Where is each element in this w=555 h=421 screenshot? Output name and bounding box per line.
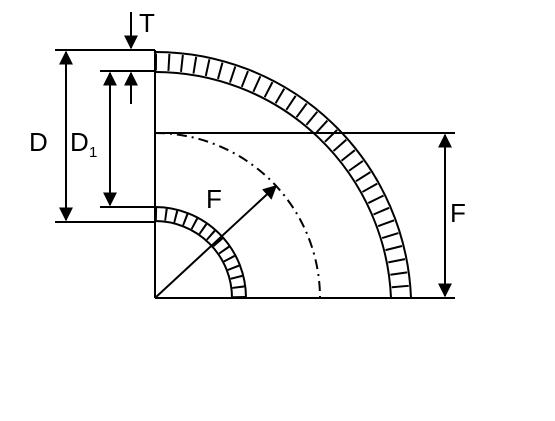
outer-weld-band bbox=[154, 51, 412, 299]
label-F-right: F bbox=[450, 198, 466, 228]
label-D: D bbox=[29, 127, 48, 157]
label-D1-subscript: 1 bbox=[89, 144, 97, 161]
centerline-arc bbox=[154, 132, 321, 299]
radius-arrow-F bbox=[154, 185, 278, 299]
label-D1: D bbox=[70, 127, 89, 157]
label-F-radius: F bbox=[206, 184, 222, 214]
inner-weld-band bbox=[154, 206, 247, 299]
label-T: T bbox=[139, 8, 155, 38]
